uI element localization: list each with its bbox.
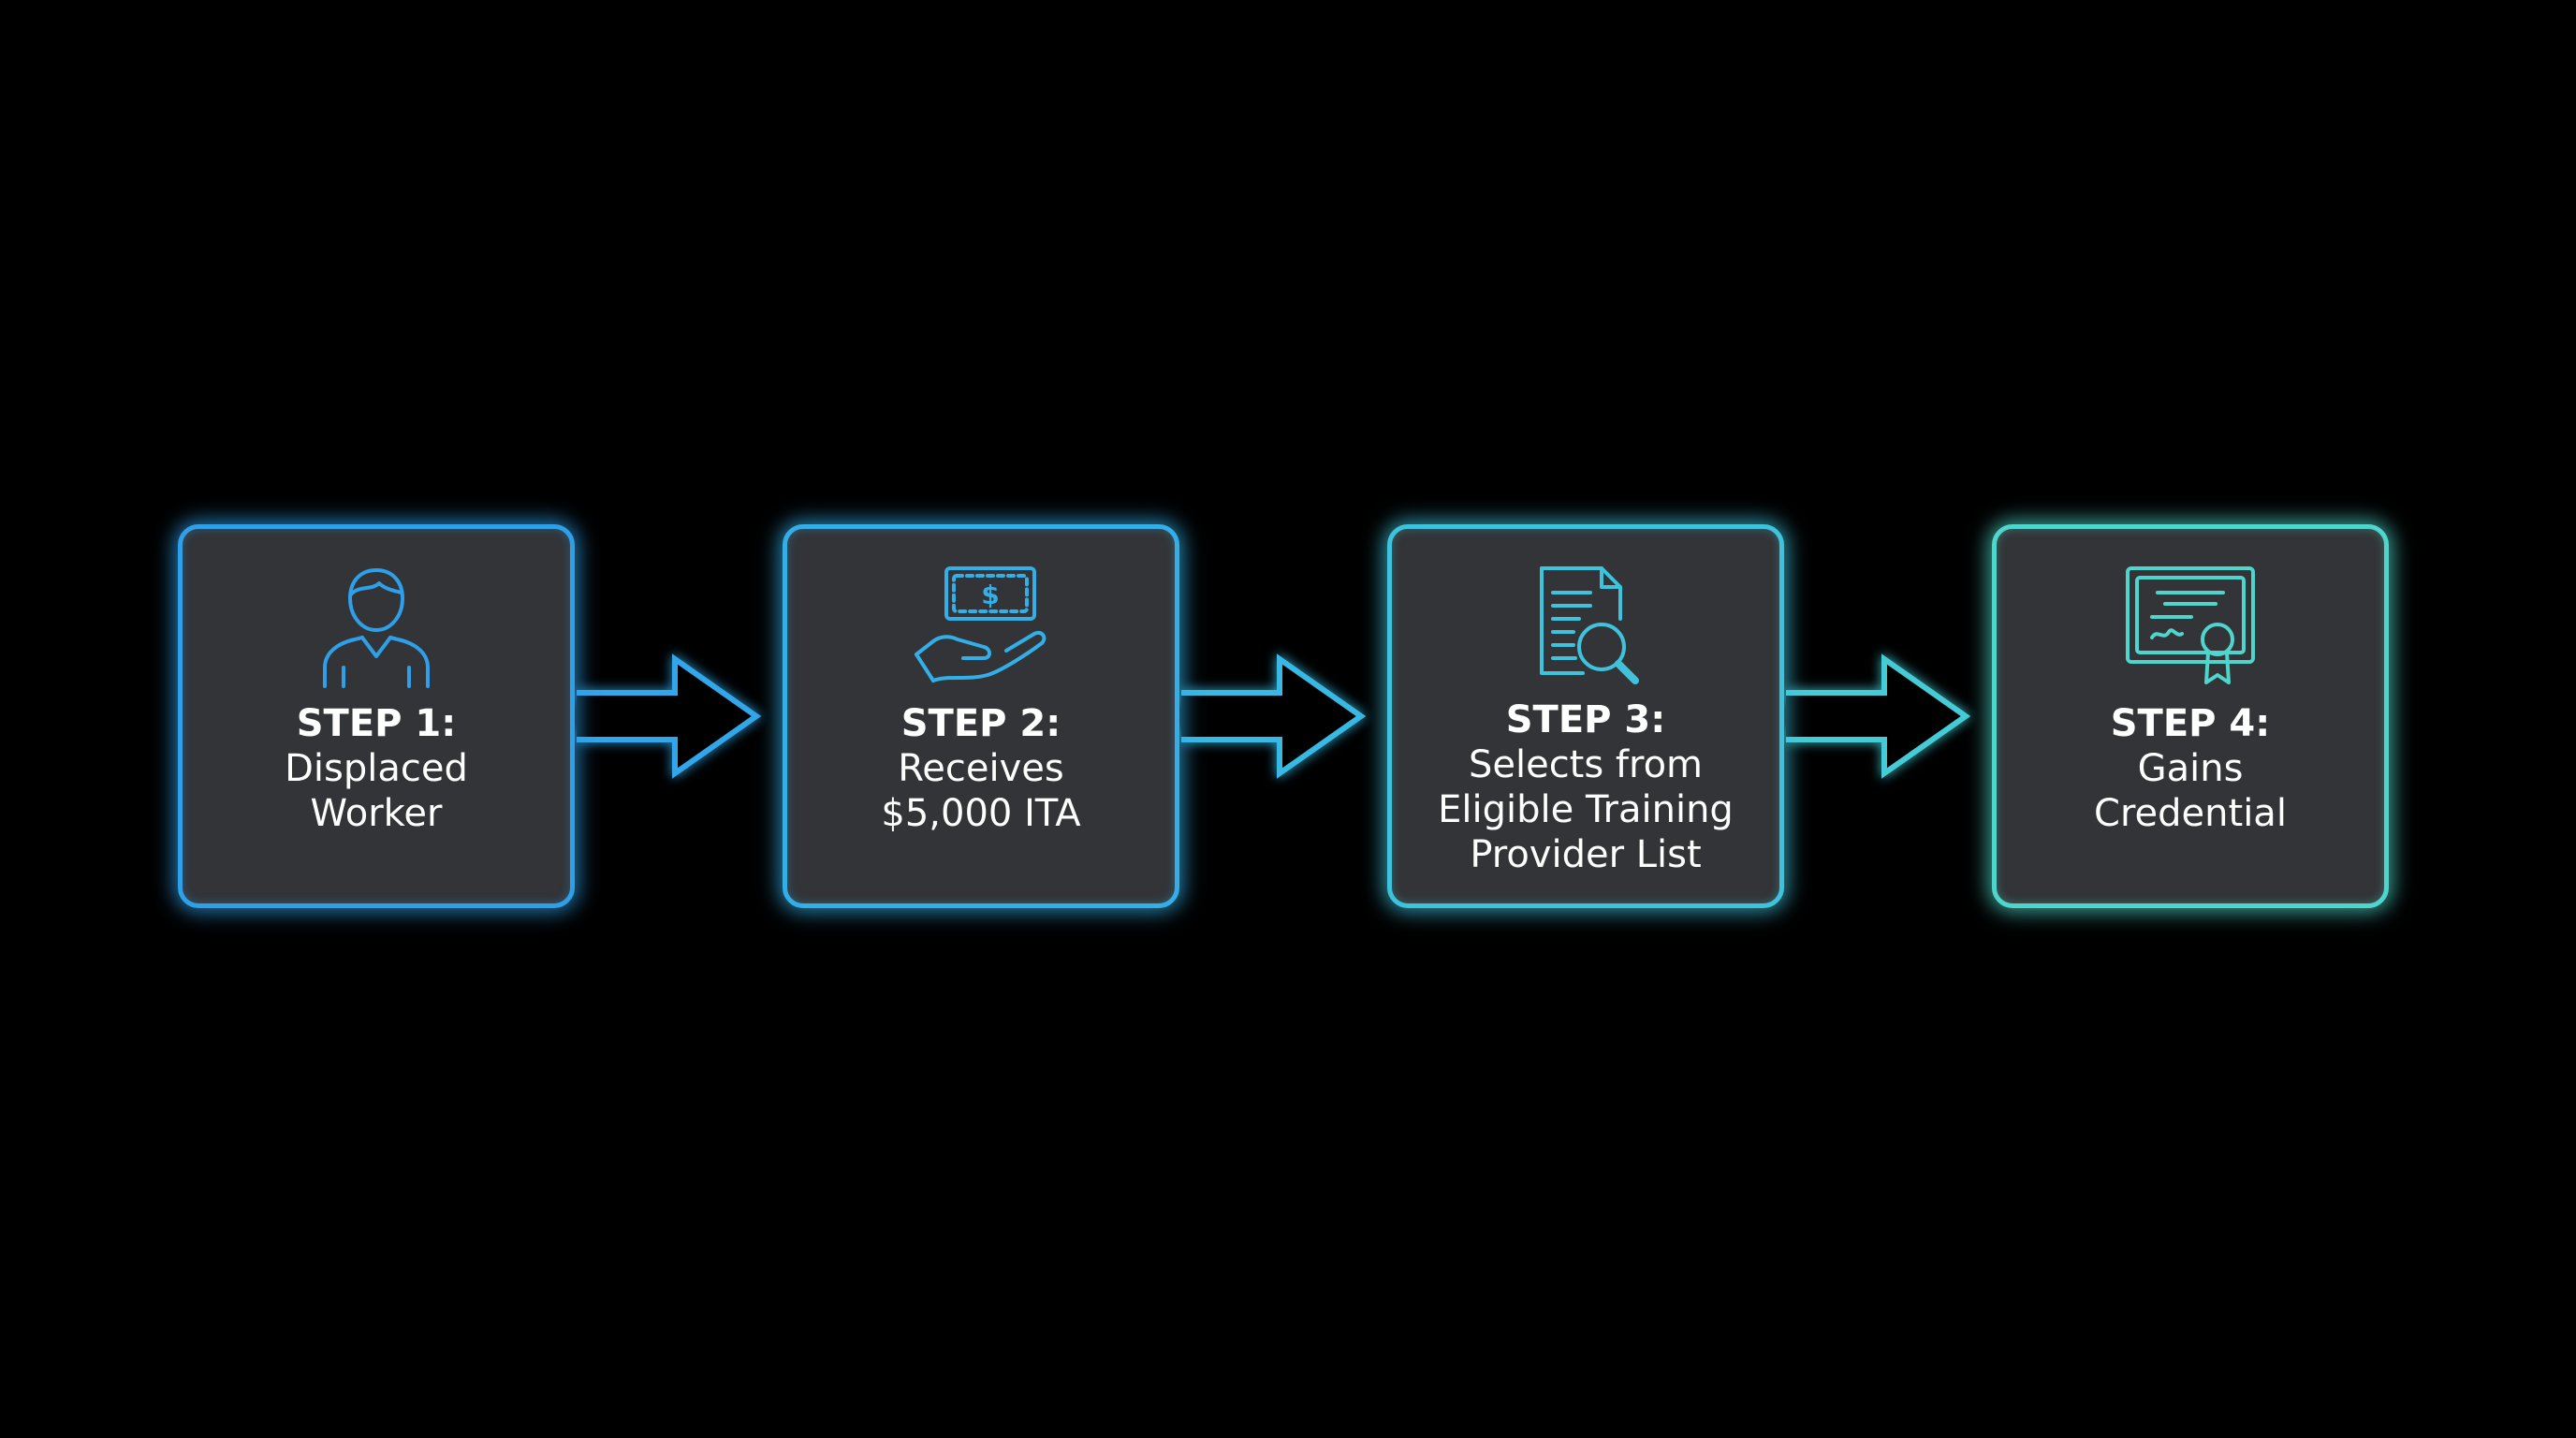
step-2-text: STEP 2: Receives $5,000 ITA: [800, 701, 1162, 836]
step-4-box: STEP 4: Gains Credential: [1992, 524, 2389, 908]
step-4-label: Gains Credential: [2094, 747, 2287, 835]
step-2-label: Receives $5,000 ITA: [881, 747, 1081, 835]
certificate-icon: [2120, 563, 2261, 690]
step-3-box: STEP 3: Selects from Eligible Training P…: [1387, 524, 1784, 908]
step-3-number: STEP 3:: [1505, 698, 1666, 741]
step-1-box: STEP 1: Displaced Worker: [178, 524, 575, 908]
step-2-box: $ STEP 2: Receives $5,000 ITA: [783, 524, 1179, 908]
step-1-text: STEP 1: Displaced Worker: [196, 701, 557, 836]
worker-icon: [306, 563, 446, 690]
arrow-right-icon: [1786, 653, 1971, 779]
arrow-right-icon: [577, 653, 762, 779]
step-4-number: STEP 4:: [2110, 702, 2271, 745]
svg-text:$: $: [981, 580, 999, 610]
step-1-label: Displaced Worker: [285, 747, 468, 835]
step-3-label: Selects from Eligible Training Provider …: [1438, 743, 1734, 876]
money-hand-icon: $: [911, 563, 1051, 690]
step-1-number: STEP 1:: [296, 702, 457, 745]
arrow-step1-to-step2: [577, 646, 773, 786]
step-3-text: STEP 3: Selects from Eligible Training P…: [1405, 697, 1766, 877]
arrow-right-icon: [1181, 653, 1367, 779]
arrow-step3-to-step4: [1786, 646, 1983, 786]
document-search-icon: [1515, 563, 1656, 690]
step-2-number: STEP 2:: [900, 702, 1061, 745]
step-4-text: STEP 4: Gains Credential: [2010, 701, 2371, 836]
arrow-step2-to-step3: [1181, 646, 1378, 786]
